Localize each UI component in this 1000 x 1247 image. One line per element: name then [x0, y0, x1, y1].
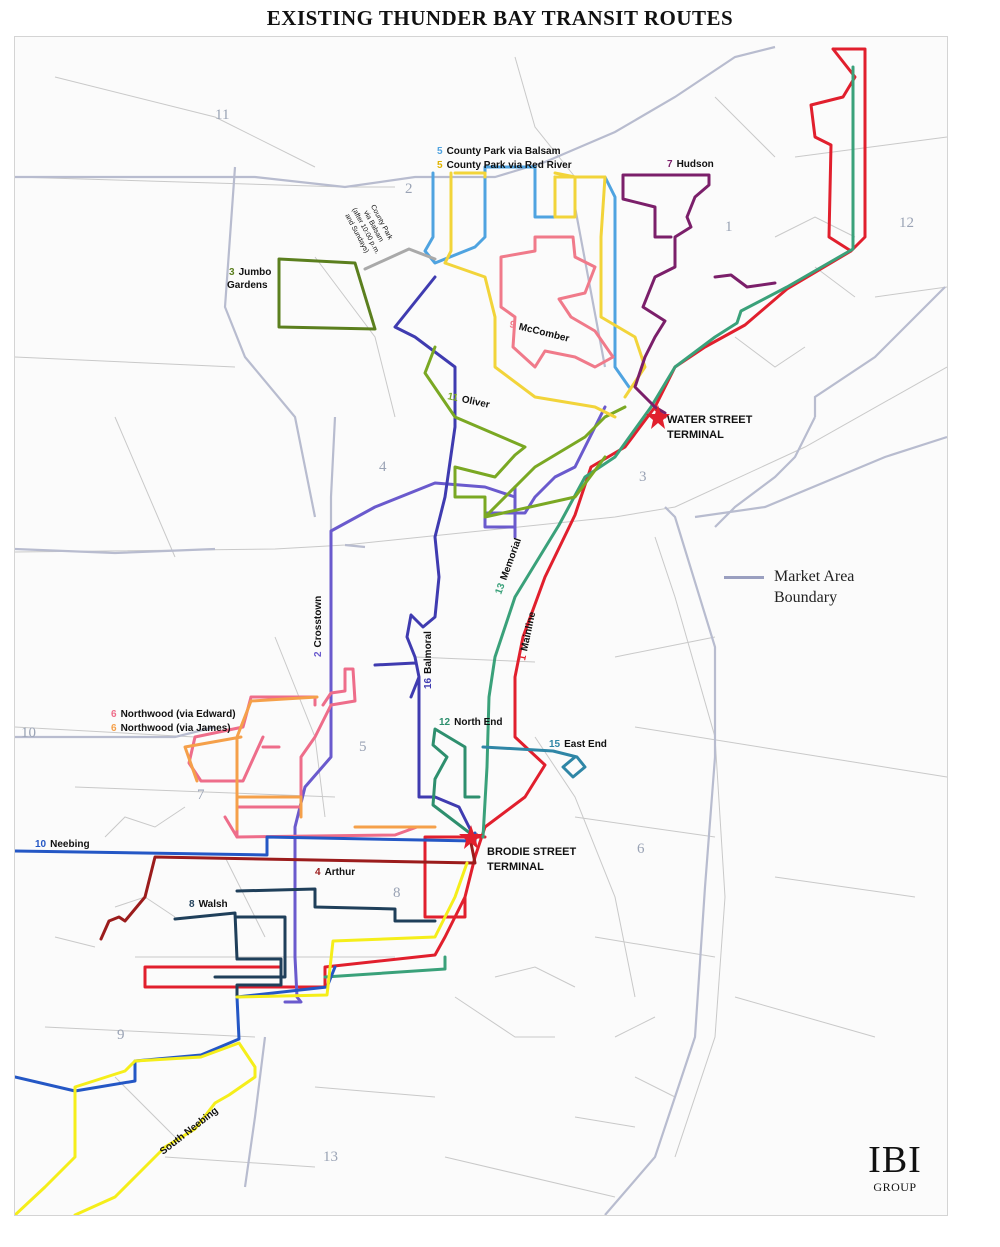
route-16-balmoral-line	[373, 275, 477, 841]
water-street-terminal-marker[interactable]	[646, 405, 670, 429]
route-3-jumbo-gardens-line	[277, 257, 377, 331]
market-area-boundary	[15, 45, 947, 1215]
route-1-mainline-label[interactable]: 1 Mainline	[512, 609, 539, 661]
area-numbers: 11 12 2 1 4 3 10 5 7 6 8 9 13	[21, 107, 914, 1165]
route-4-arthur-line	[99, 833, 479, 941]
route-12-north-end-label[interactable]: 12 North End	[439, 712, 502, 729]
street-grid	[15, 56, 947, 1198]
area-8-label: 8	[393, 885, 401, 901]
brodie-street-terminal-label-2: TERMINAL	[487, 861, 544, 873]
map-legend: Market Area Boundary	[724, 566, 854, 608]
route-7-hudson-label[interactable]: 7 Hudson	[667, 154, 714, 171]
route-2-crosstown-line	[283, 405, 607, 1004]
area-7-label: 7	[197, 787, 205, 803]
route-5-balsam-label[interactable]: 5 County Park via Balsam	[437, 141, 561, 158]
route-2-crosstown-label[interactable]: 2 Crosstown	[308, 596, 325, 657]
route-6-james-label[interactable]: 6 Northwood (via James)	[111, 718, 231, 735]
route-15-east-end-label[interactable]: 15 East End	[549, 734, 607, 751]
area-11-label: 11	[215, 107, 229, 123]
transit-map: 11 12 2 1 4 3 10 5 7 6 8 9 13	[14, 36, 948, 1216]
route-15-east-end-line	[481, 745, 587, 779]
route-12-north-end-line	[431, 727, 481, 839]
area-2-label: 2	[405, 181, 413, 197]
terminals: WATER STREET TERMINAL BRODIE STREET TERM…	[459, 405, 753, 873]
route-labels: 5 County Park via Balsam 5 County Park v…	[35, 141, 714, 1157]
area-3-label: 3	[639, 469, 647, 485]
legend-label-line2: Boundary	[774, 589, 838, 606]
legend-market-area-row: Market Area	[724, 566, 854, 587]
area-9-label: 9	[117, 1027, 125, 1043]
brodie-street-terminal-label-1: BRODIE STREET	[487, 846, 577, 858]
route-south-neebing-line	[15, 861, 469, 1215]
route-6-edward-line	[187, 667, 419, 839]
legend-label-line1: Market Area	[774, 568, 855, 585]
route-3-gardens-label: Gardens	[227, 280, 268, 291]
route-6-edward-label[interactable]: 6 Northwood (via Edward)	[111, 704, 236, 721]
logo-main-text: IBI	[868, 1139, 922, 1181]
area-4-label: 4	[379, 459, 387, 475]
route-5-red-river-label[interactable]: 5 County Park via Red River	[437, 155, 572, 172]
water-street-terminal-label-1: WATER STREET	[667, 414, 753, 426]
ibi-group-logo: IBI GROUP	[862, 1140, 928, 1195]
area-13-label: 13	[323, 1149, 338, 1165]
route-8-walsh-label[interactable]: 8 Walsh	[189, 894, 228, 911]
route-7-hudson-line	[621, 173, 777, 415]
route-9-mccomber-line	[499, 235, 615, 369]
area-10-label: 10	[21, 725, 36, 741]
map-title: EXISTING THUNDER BAY TRANSIT ROUTES	[266, 6, 734, 30]
brodie-street-terminal-marker[interactable]	[459, 825, 483, 849]
area-5-label: 5	[359, 739, 367, 755]
route-lines	[15, 47, 867, 1215]
route-13-memorial-line	[323, 65, 855, 979]
route-5-balsam-line	[423, 165, 631, 389]
route-10-neebing-label[interactable]: 10 Neebing	[35, 834, 90, 851]
route-9-mccomber-label[interactable]: 9 McComber	[508, 314, 572, 345]
market-area-swatch	[724, 575, 764, 579]
route-4-arthur-label[interactable]: 4 Arthur	[315, 862, 355, 879]
area-1-label: 1	[725, 219, 733, 235]
route-8-walsh-line	[173, 887, 437, 999]
route-16-balmoral-label[interactable]: 16 Balmoral	[418, 631, 435, 689]
route-11-oliver-line	[423, 345, 627, 519]
route-south-neebing-label[interactable]: South Neebing	[158, 1105, 220, 1157]
logo-sub-text: GROUP	[873, 1180, 917, 1194]
route-6-james-line	[183, 695, 437, 831]
county-park-late-note: County Park via Balsam (after 10:00 p.m.…	[343, 204, 393, 256]
area-12-label: 12	[899, 215, 914, 231]
route-1-mainline-line	[143, 47, 867, 989]
route-county-park-late-line	[363, 247, 437, 271]
route-5-red-river-line	[443, 171, 647, 419]
area-6-label: 6	[637, 841, 645, 857]
water-street-terminal-label-2: TERMINAL	[667, 429, 724, 441]
route-11-oliver-label[interactable]: 11 Oliver	[446, 386, 492, 412]
route-3-jumbo-label[interactable]: 3 Jumbo	[229, 262, 271, 279]
